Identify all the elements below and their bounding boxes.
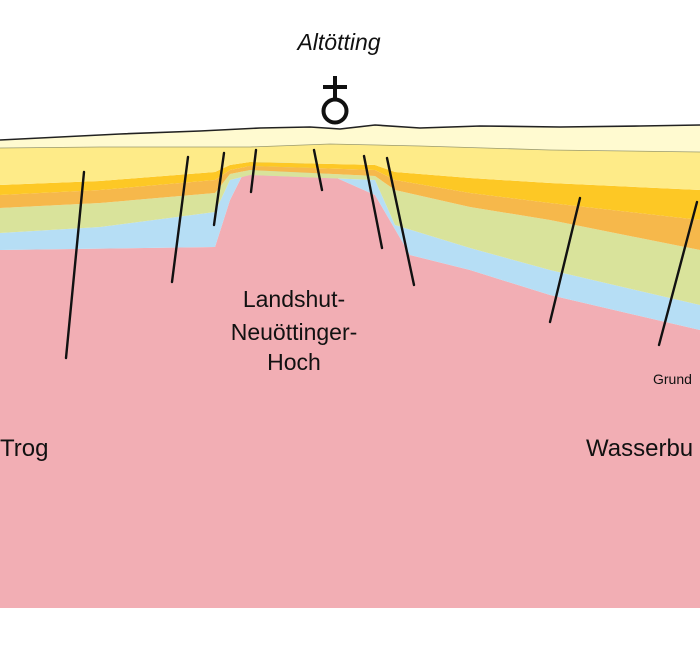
dark-yellow-layer [0, 162, 700, 220]
fault-6 [362, 154, 384, 250]
surface-line [0, 124, 700, 141]
fault-9 [657, 200, 699, 347]
top-cover-layer [0, 125, 700, 152]
fault-2 [170, 155, 190, 284]
fault-1 [64, 170, 86, 360]
small-right-label: Grund [653, 371, 692, 387]
orange-layer [0, 166, 700, 250]
faults [64, 148, 699, 360]
blue-layer [0, 158, 700, 330]
location-name: Altötting [295, 29, 380, 55]
basement-layer [0, 158, 700, 608]
fault-5 [312, 148, 324, 192]
high-label-line1: Landshut- [243, 286, 345, 312]
fault-8 [548, 196, 582, 324]
upper-yellow-layer [0, 144, 700, 190]
cover-base-line [0, 143, 700, 153]
fault-4 [249, 148, 258, 194]
high-label-line3: Hoch [267, 349, 321, 375]
green-layer [0, 170, 700, 305]
fault-3 [212, 151, 226, 227]
location-symbol [321, 76, 349, 125]
right-basin-label: Wasserbu [586, 435, 693, 462]
fault-7 [385, 156, 416, 287]
left-basin-label: Trog [0, 435, 48, 462]
high-label-line2: Neuöttinger- [231, 319, 358, 345]
